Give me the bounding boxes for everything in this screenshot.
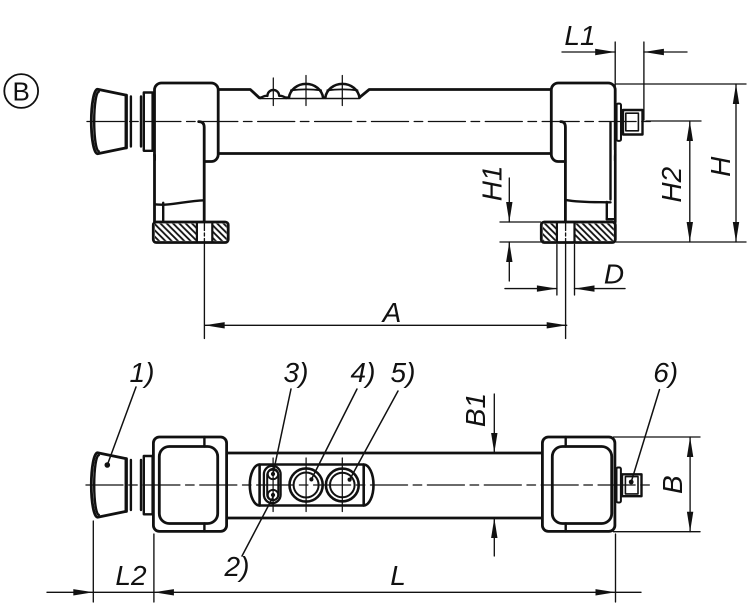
- svg-text:H1: H1: [476, 166, 507, 202]
- svg-text:H: H: [705, 156, 736, 177]
- svg-text:2): 2): [224, 551, 250, 582]
- svg-text:A: A: [381, 297, 402, 328]
- svg-text:6): 6): [653, 357, 678, 388]
- svg-text:D: D: [604, 259, 624, 290]
- svg-text:1): 1): [130, 357, 155, 388]
- svg-text:5): 5): [391, 357, 416, 388]
- svg-text:L1: L1: [564, 20, 595, 51]
- svg-text:3): 3): [284, 357, 309, 388]
- svg-text:B: B: [13, 76, 30, 106]
- svg-text:B1: B1: [460, 393, 491, 427]
- svg-text:L: L: [390, 560, 406, 591]
- svg-text:L2: L2: [115, 560, 147, 591]
- svg-text:4): 4): [351, 357, 376, 388]
- svg-text:B: B: [657, 475, 688, 494]
- svg-text:H2: H2: [656, 166, 687, 202]
